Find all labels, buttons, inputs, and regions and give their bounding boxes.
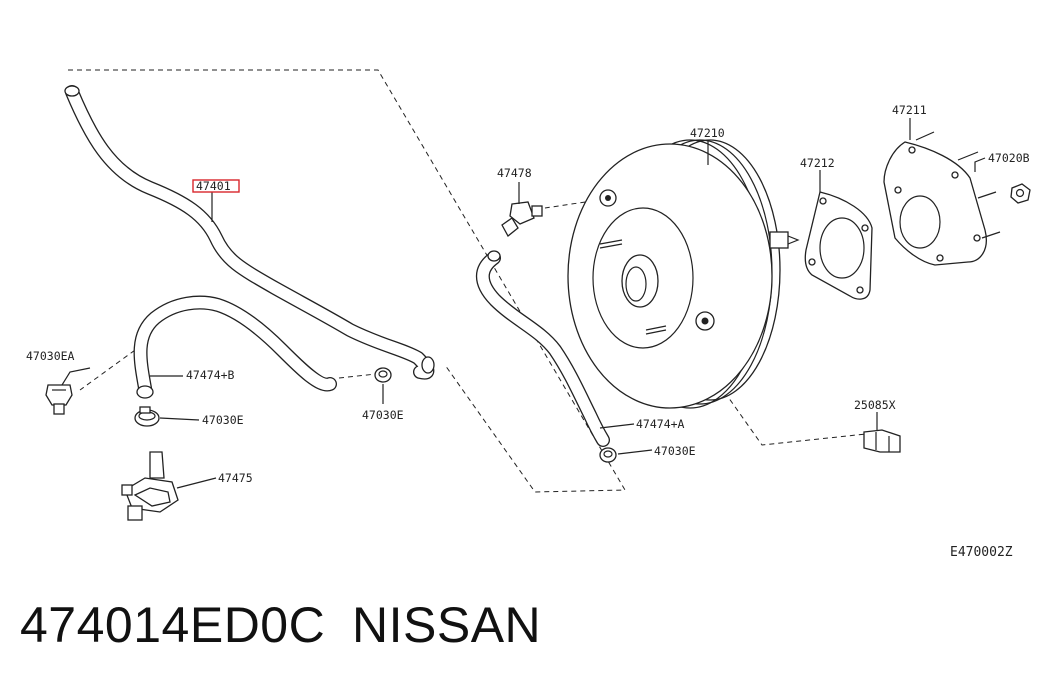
label-47478[interactable]: 47478 [497, 166, 532, 180]
gasket-47212[interactable] [804, 191, 873, 300]
label-47212[interactable]: 47212 [800, 156, 835, 170]
hose-clamp-left[interactable] [134, 406, 160, 427]
diagram-code: E470002Z [950, 545, 1013, 560]
hose-clamp-right[interactable] [599, 447, 617, 463]
label-47210[interactable]: 47210 [690, 126, 725, 140]
label-25085X[interactable]: 25085X [854, 398, 896, 412]
label-47474-B[interactable]: 47474+B [186, 368, 235, 382]
label-47401[interactable]: 47401 [196, 179, 231, 193]
sensor-25085X[interactable] [863, 429, 901, 453]
brake-booster-47210[interactable] [567, 139, 800, 409]
clip-47030EA[interactable] [45, 384, 73, 415]
label-47475[interactable]: 47475 [218, 471, 253, 485]
exploded-parts-diagram: 47401 47030EA 47474+B 47030E 47475 47030… [26, 69, 1031, 560]
label-47030E-right[interactable]: 47030E [654, 444, 696, 458]
vacuum-hose-47401[interactable] [64, 85, 435, 380]
label-47474-A[interactable]: 47474+A [636, 417, 685, 431]
highlight-box [192, 179, 240, 193]
label-47030E-left[interactable]: 47030E [202, 413, 244, 427]
hose-47474-B[interactable] [133, 295, 337, 399]
hose-47474-A[interactable] [475, 250, 610, 447]
label-47211[interactable]: 47211 [892, 103, 927, 117]
hose-clamp-middle[interactable] [374, 367, 392, 383]
label-leader-lines [61, 118, 986, 489]
label-47020B[interactable]: 47020B [988, 151, 1030, 165]
nut-47020B[interactable] [1010, 183, 1031, 204]
label-47030EA[interactable]: 47030EA [26, 349, 75, 363]
brand-name: NISSAN [352, 597, 542, 653]
label-47030E-middle[interactable]: 47030E [362, 408, 404, 422]
connector-47478[interactable] [501, 201, 543, 237]
check-valve-47475[interactable] [121, 451, 179, 521]
part-number: 474014ED0C [20, 597, 326, 653]
bracket-47211[interactable] [883, 131, 1001, 266]
